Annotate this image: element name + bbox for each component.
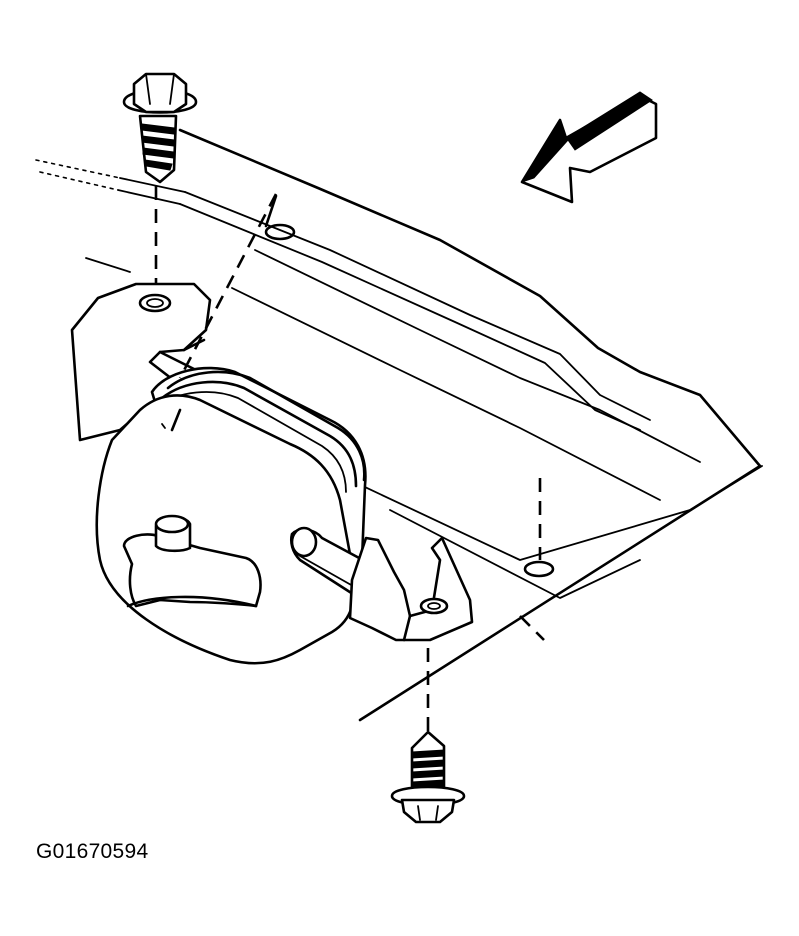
frame-rail [35, 128, 763, 722]
upper-bolt [122, 72, 198, 184]
rear-mounting-bracket [70, 282, 212, 442]
alignment-lines [178, 193, 545, 734]
canister-body [95, 366, 367, 665]
canister-vent-fitting [122, 514, 262, 608]
front-mounting-bracket [348, 536, 474, 642]
lower-bolt [390, 730, 466, 824]
figure-code-label: G01670594 [36, 840, 149, 863]
forward-direction-arrow-icon [520, 91, 658, 204]
